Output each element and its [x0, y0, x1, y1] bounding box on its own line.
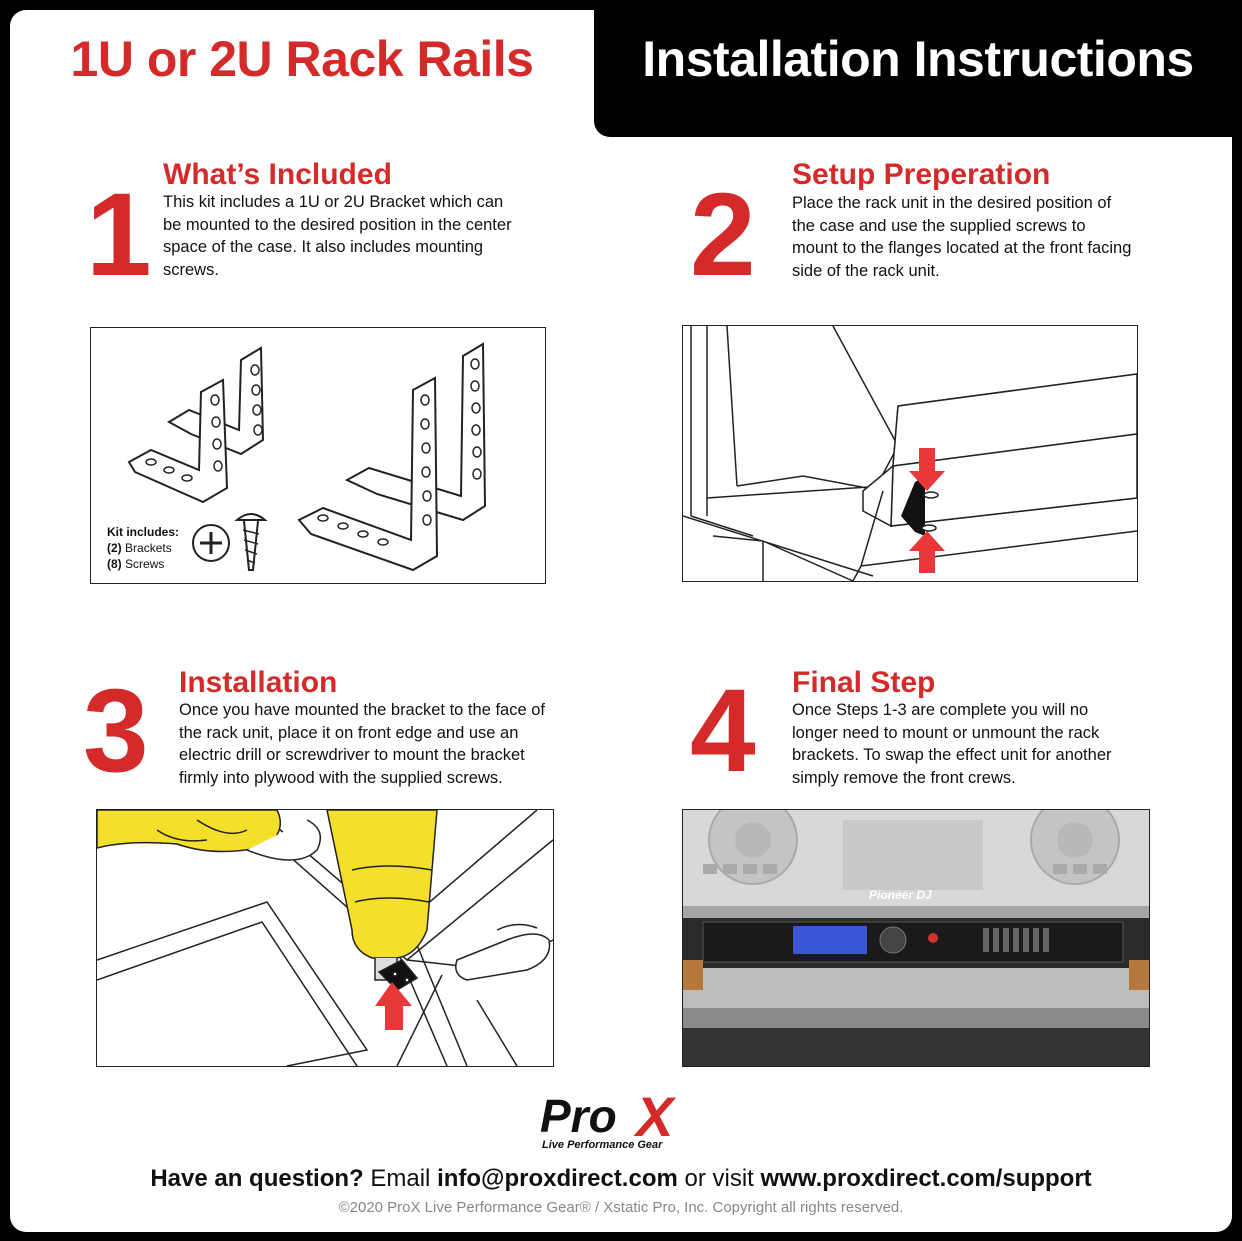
svg-text:Live Performance Gear: Live Performance Gear [542, 1139, 663, 1150]
or-visit-text: or visit [684, 1165, 754, 1192]
rack-placement-illustration [682, 325, 1138, 582]
step-1-number: 1 [86, 169, 152, 301]
step-3-title: Installation [179, 666, 338, 699]
down-arrow-icon [909, 448, 945, 491]
step-1-title: What’s Included [163, 158, 392, 191]
brackets-illustration: Kit includes: (2) Brackets (8) Screws [90, 327, 546, 584]
contact-line: Have an question? Email info@proxdirect.… [0, 1165, 1242, 1193]
kit-item1-qty: (2) [107, 541, 122, 555]
up-arrow-icon [375, 982, 412, 1030]
step-4-text: Once Steps 1-3 are complete you will no … [792, 701, 1112, 787]
email-link[interactable]: info@proxdirect.com [437, 1165, 678, 1192]
header-black-panel [594, 0, 1242, 137]
step-4-title: Final Step [792, 666, 936, 699]
kit-item1-name: Brackets [125, 541, 172, 555]
kit-item2-qty: (8) [107, 557, 122, 571]
kit-heading: Kit includes: [107, 525, 180, 539]
finished-case-photo: Pioneer DJ [682, 809, 1150, 1067]
small-bracket-front [127, 378, 229, 504]
email-label: Email [370, 1165, 431, 1192]
step-2-text: Place the rack unit in the desired posit… [792, 194, 1132, 280]
kit-includes-list: Kit includes: (2) Brackets (8) Screws [107, 524, 179, 572]
kit-item2-name: Screws [125, 557, 165, 571]
step-3-text: Once you have mounted the bracket to the… [179, 701, 545, 787]
up-arrow-icon [909, 531, 945, 573]
svg-text:X: X [633, 1088, 677, 1148]
rack-bracket-black [901, 476, 925, 536]
prox-logo: Pro X Live Performance Gear [540, 1085, 705, 1151]
step-3-number: 3 [83, 665, 149, 797]
mixer-brand-label: Pioneer DJ [869, 888, 932, 902]
support-url-link[interactable]: www.proxdirect.com/support [760, 1165, 1092, 1192]
copyright-text: ©2020 ProX Live Performance Gear® / Xsta… [338, 1199, 904, 1216]
step-2-title: Setup Preperation [792, 158, 1051, 191]
large-bracket-front [297, 376, 439, 572]
glove-hand [97, 810, 282, 853]
step-1-text: This kit includes a 1U or 2U Bracket whi… [163, 193, 512, 279]
drill-body [326, 810, 438, 959]
step-4-number: 4 [690, 665, 756, 797]
drill-installation-illustration [96, 809, 554, 1067]
product-title: 1U or 2U Rack Rails [70, 31, 534, 87]
step-2-number: 2 [690, 169, 756, 301]
question-text: Have an question? [150, 1165, 364, 1192]
svg-text:Pro: Pro [540, 1090, 617, 1142]
instructions-title: Installation Instructions [642, 31, 1194, 87]
